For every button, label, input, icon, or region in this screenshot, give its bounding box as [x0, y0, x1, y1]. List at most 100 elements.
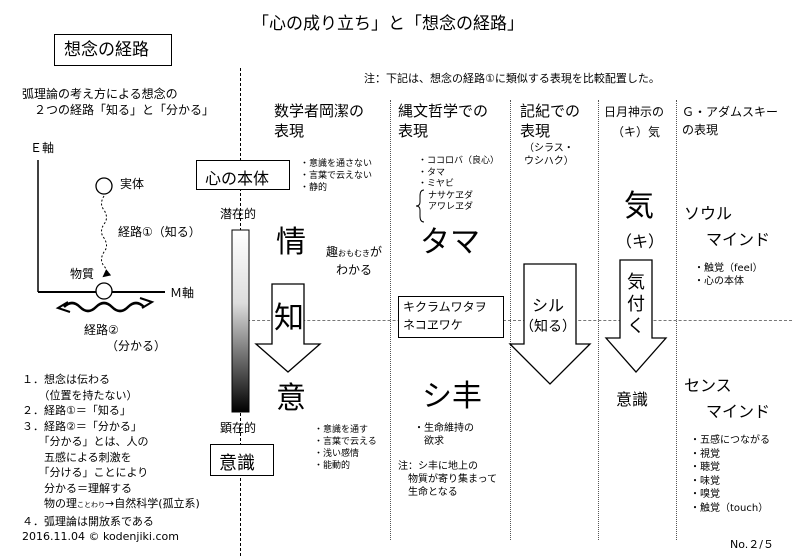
path1-label: 経路①（知る） — [118, 225, 201, 239]
ga: が — [370, 245, 383, 259]
jomon-note-b2: 欲求 — [414, 436, 444, 447]
adamski-note-2: ・心の本体 — [694, 276, 744, 287]
intro-line-2: ２つの経路「知る」と「分かる」 — [34, 103, 215, 117]
jomon-note-4: ナサケヱダ — [428, 190, 474, 201]
adamski-note-b4: ・味覚 — [690, 475, 720, 487]
horizontal-divider — [232, 320, 792, 321]
point-1b: （位置を持たない） — [22, 388, 138, 402]
jomon-end-2: 物質が寄り集まって — [398, 474, 498, 485]
shika-text: シ丰 — [422, 379, 482, 414]
point-3d: 「分ける」ことにより — [22, 466, 149, 479]
kumuramu-box: キクラムワタヲ ネコヱワケ — [398, 296, 504, 338]
matter-label: 物質 — [70, 267, 95, 281]
page-title: 「心の成り立ち」と「想念の経路」 — [252, 14, 524, 34]
jomon-end-3: 生命となる — [398, 487, 458, 498]
adamski-note-b5: ・嗅覚 — [690, 489, 720, 500]
adamski-note-b2: ・視覚 — [690, 448, 720, 460]
latent-label: 潜在的 — [220, 207, 257, 221]
math-header-2: 表現 — [274, 122, 305, 140]
point-3c: 五感による刺激を — [22, 450, 132, 464]
math-note-1: ・意識を通さない — [300, 159, 373, 169]
adamski-header-1: Ｇ・アダムスキー — [682, 105, 779, 119]
wakaru-text: わかる — [336, 263, 373, 277]
math-note-b2: ・言葉で云える — [314, 437, 377, 447]
sense-text: センス — [684, 376, 732, 395]
page-number: No.２/５ — [730, 538, 774, 551]
adamski-notes-top: ・触覚（feel） ・心の本体 — [694, 262, 763, 288]
kizuku-1: 気 — [627, 272, 645, 293]
hitsuki-header-1: 日月神示の — [604, 105, 665, 119]
jomon-header-1: 縄文哲学での — [398, 102, 489, 120]
shiru: シル — [532, 296, 565, 315]
jomon-note-1: ・ココロバ（良心） — [418, 156, 500, 166]
math-note-b1: ・意識を通す — [314, 425, 369, 435]
comparison-note: 注：下記は、想念の経路①に類似する表現を比較配置した。 — [364, 72, 660, 85]
point-3e: 分かる＝理解する — [22, 481, 132, 495]
kotowari-ruby: ことわり — [77, 501, 105, 509]
jomon-notes-bottom: ・生命維持の 欲求 — [414, 422, 474, 448]
point-3: ３．経路②＝「分かる」 — [22, 419, 142, 433]
footer-date: 2016.11.04 © kodenjiki.com — [22, 530, 179, 543]
point-1: １．想念は伝わる — [22, 373, 110, 386]
e-axis-label: Ｅ軸 — [30, 141, 55, 155]
adamski-note-b3: ・聴覚 — [690, 462, 720, 473]
jomon-header-2: 表現 — [398, 122, 429, 140]
path2-sub-label: （分かる） — [106, 339, 167, 353]
jomon-note-end: 注：シ丰に地上の 物質が寄り集まって 生命となる — [398, 460, 497, 499]
jomon-note-2: ・タマ — [418, 167, 446, 178]
section-title-box: 想念の経路 — [54, 34, 172, 66]
omomuki-ruby: おもむき — [338, 249, 371, 258]
jomon-note-b1: ・生命維持の — [414, 423, 474, 434]
kizuku-2: 付 — [627, 294, 645, 315]
consciousness-label: 意識 — [219, 453, 255, 474]
ki-paren: （キ） — [616, 232, 665, 251]
jo-char: 情 — [276, 225, 306, 260]
math-note-b4: ・能動的 — [314, 461, 351, 471]
point-3f: 物の理ことわり→自然科学(孤立系) — [22, 497, 200, 510]
kiki-sub-2: ウシハク） — [524, 156, 574, 167]
intro-line-1: 弧理論の考え方による想念の — [22, 87, 178, 101]
i-char: 意 — [276, 381, 306, 416]
mind-text-2: マインド — [706, 402, 771, 421]
adamski-notes-bottom: ・五感につながる ・視覚 ・聴覚 ・味覚 ・嗅覚 ・触覚（touch） — [690, 434, 770, 515]
jomon-note-5: アワレヱダ — [428, 202, 474, 212]
points-list: １．想念は伝わる （位置を持たない） ２．経路①＝「知る」 ３．経路②＝「分かる… — [22, 372, 200, 529]
math-note-b3: ・浅い感情 — [314, 449, 360, 459]
kiki-header-2: 表現 — [520, 122, 551, 140]
manifest-label: 顕在的 — [220, 421, 257, 435]
jomon-end-1: 注：シ丰に地上の — [398, 461, 478, 472]
m-axis-label: Ｍ軸 — [170, 286, 195, 300]
adamski-header-2: の表現 — [682, 123, 719, 137]
entity-label: 実体 — [120, 177, 145, 191]
adamski-note-b1: ・五感につながる — [690, 435, 770, 446]
omomuki: 趣 — [326, 245, 339, 259]
math-header-1: 数学者岡潔の — [274, 102, 365, 120]
hitsuki-header-2: （キ）気 — [612, 125, 661, 139]
kiki-sub-1: （シラス・ — [524, 143, 574, 154]
path2-label: 経路② — [84, 323, 119, 337]
adamski-note-1: ・触覚（feel） — [694, 263, 763, 274]
omomuki-text: 趣おもむきが — [326, 244, 382, 262]
kiki-sub: （シラス・ ウシハク） — [524, 142, 574, 168]
math-notes-top: ・意識を通さない ・言葉で云えない ・静的 — [300, 158, 372, 194]
consciousness-box: 意識 — [210, 444, 274, 476]
soul-text: ソウル — [684, 204, 733, 223]
math-note-3: ・静的 — [300, 183, 328, 193]
mind-text-1: マインド — [706, 230, 771, 249]
math-note-2: ・言葉で云えない — [300, 171, 373, 181]
heart-body-label: 心の本体 — [205, 169, 270, 188]
kizuku-vertical: 気 付 く — [627, 272, 645, 338]
tama-text: タマ — [420, 225, 480, 260]
natural-science: →自然科学(孤立系) — [105, 497, 200, 510]
nekoewake: ネコヱワケ — [403, 318, 463, 332]
point-3b: 「分かる」とは、人の — [22, 435, 149, 448]
heart-body-box: 心の本体 — [196, 160, 290, 190]
kizuku-3: く — [627, 316, 645, 337]
kumuramu: キクラムワタヲ — [403, 300, 487, 314]
math-notes-bottom: ・意識を通す ・言葉で云える ・浅い感情 ・能動的 — [314, 424, 377, 472]
point-4: ４．弧理論は開放系である — [22, 514, 154, 528]
jomon-notes-top: ・ココロバ（良心） ・タマ ・ミヤビ ナサケヱダ アワレヱダ — [418, 156, 499, 214]
kiki-header-1: 記紀での — [520, 102, 581, 120]
jomon-note-3: ・ミヤビ — [418, 179, 455, 189]
